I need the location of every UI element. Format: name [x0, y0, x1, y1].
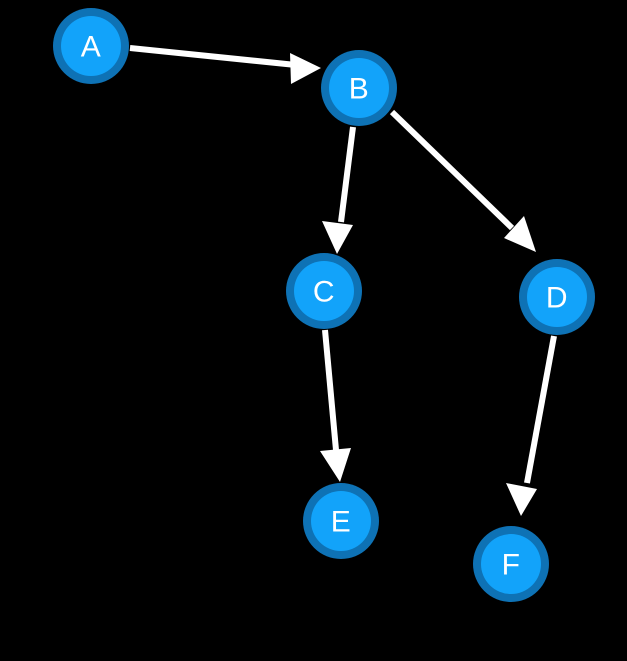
node-f-label: F — [502, 549, 521, 582]
node-f-fill — [481, 534, 541, 594]
edge-d-to-f-arrowhead — [506, 483, 537, 516]
edge-b-to-d-arrowhead — [504, 216, 536, 252]
node-d[interactable]: D — [519, 259, 595, 335]
node-d-label: D — [546, 282, 568, 315]
edge-b-to-d-line — [389, 109, 515, 231]
edge-a-to-b-arrowhead — [290, 53, 321, 84]
node-c-fill — [294, 261, 354, 321]
edge-c-to-e[interactable] — [320, 329, 351, 482]
edge-layer — [129, 45, 557, 516]
edge-c-to-e-line — [322, 329, 339, 451]
node-b[interactable]: B — [321, 50, 397, 126]
edge-a-to-b[interactable] — [129, 45, 321, 84]
node-e-label: E — [331, 506, 352, 539]
node-layer: A B C D E — [53, 8, 595, 602]
node-a-label: A — [81, 31, 102, 64]
node-b-fill — [329, 58, 389, 118]
edge-d-to-f[interactable] — [506, 335, 557, 516]
node-a-fill — [61, 16, 121, 76]
node-a[interactable]: A — [53, 8, 129, 84]
node-c[interactable]: C — [286, 253, 362, 329]
edge-b-to-c-arrowhead — [322, 221, 353, 254]
node-b-label: B — [349, 73, 370, 106]
edge-c-to-e-arrowhead — [320, 448, 351, 482]
node-d-fill — [527, 267, 587, 327]
edge-b-to-d[interactable] — [389, 109, 536, 252]
edge-b-to-c[interactable] — [322, 126, 356, 254]
node-c-label: C — [313, 276, 335, 309]
edge-a-to-b-line — [129, 45, 297, 68]
node-f[interactable]: F — [473, 526, 549, 602]
node-e[interactable]: E — [303, 483, 379, 559]
node-e-fill — [311, 491, 371, 551]
edge-b-to-c-line — [338, 126, 356, 223]
edge-d-to-f-line — [524, 335, 557, 484]
